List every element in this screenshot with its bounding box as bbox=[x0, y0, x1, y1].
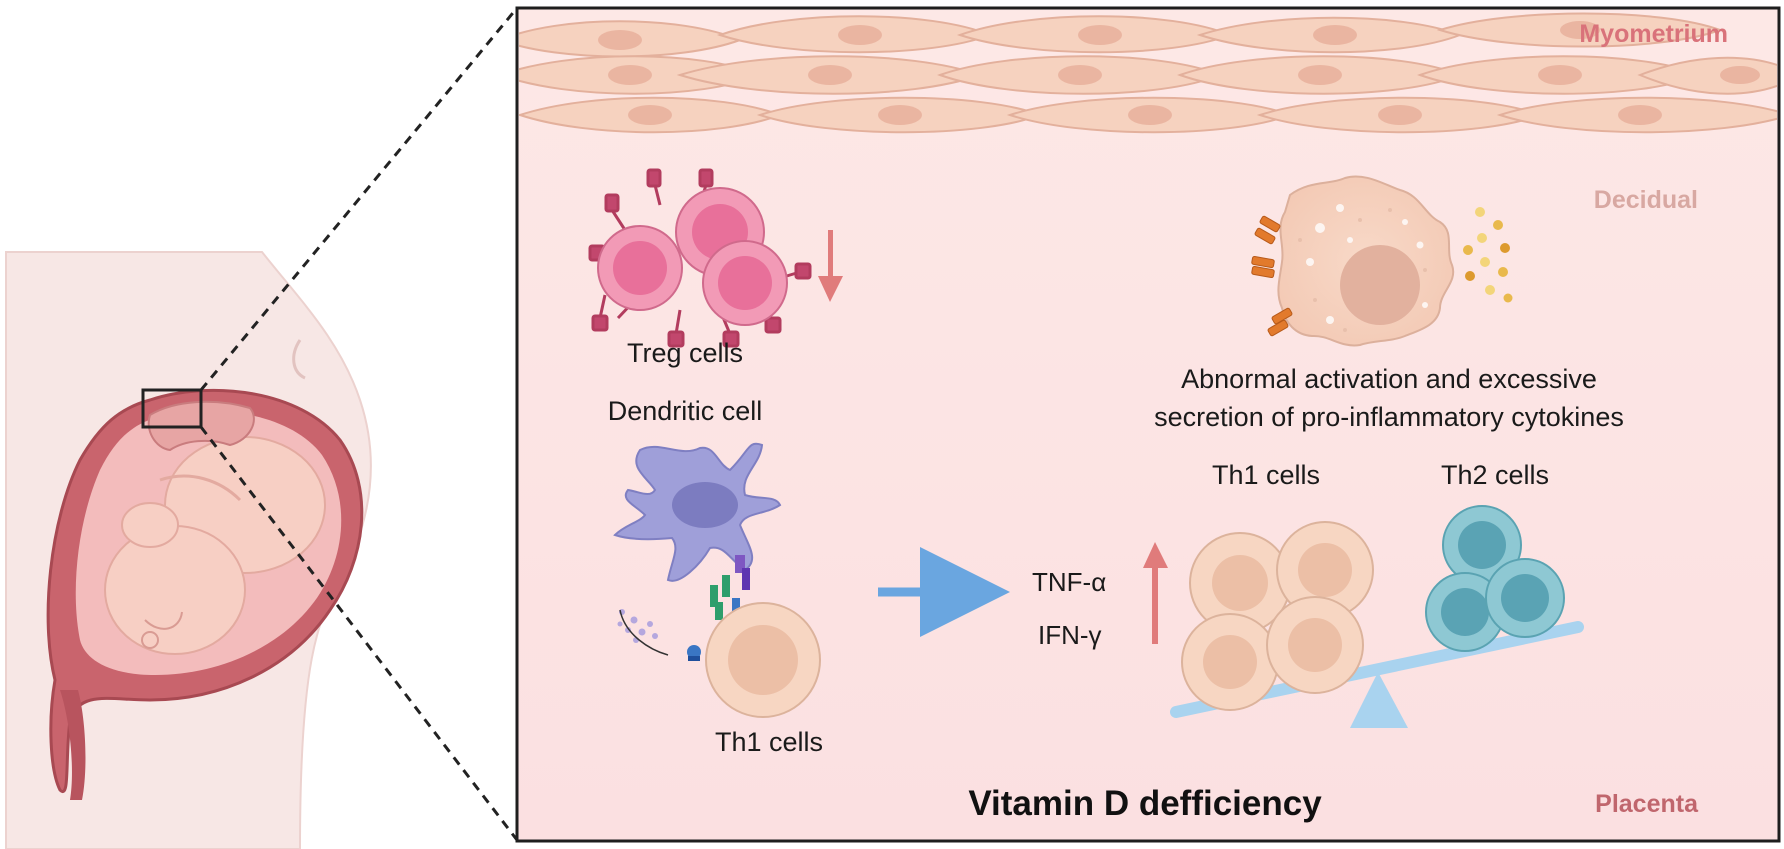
binding-curve bbox=[619, 609, 669, 656]
th1-cells-scale-label: Th1 cells bbox=[1212, 460, 1320, 490]
zoom-line-top bbox=[199, 7, 519, 391]
pro-inflammatory-cytokine-dots bbox=[1463, 207, 1513, 303]
zoom-box bbox=[141, 388, 203, 429]
pregnancy-illustration bbox=[5, 251, 372, 849]
th2-cells-scale-label: Th2 cells bbox=[1441, 460, 1549, 490]
cervix bbox=[60, 690, 86, 800]
myometrium-label: Myometrium bbox=[1579, 20, 1728, 48]
decidual-label: Decidual bbox=[1594, 186, 1698, 214]
tnf-alpha-label: TNF-α bbox=[1032, 567, 1106, 597]
immune-synapse bbox=[710, 555, 750, 620]
th1-cells-bottom-label: Th1 cells bbox=[715, 727, 823, 757]
macrophage-caption-line1: Abnormal activation and excessive bbox=[1181, 364, 1597, 394]
th1-cell-cluster bbox=[1181, 521, 1374, 711]
zoom-line-bottom bbox=[199, 426, 519, 841]
treg-cells-label: Treg cells bbox=[627, 338, 743, 368]
macrophage-caption-line2: secretion of pro-inflammatory cytokines bbox=[1154, 402, 1624, 432]
cytokine-dots bbox=[617, 609, 658, 643]
cytokine-increase-arrow-icon bbox=[1143, 542, 1168, 644]
th2-cell-cluster bbox=[1425, 505, 1565, 652]
scale-fulcrum bbox=[1350, 672, 1408, 728]
activated-macrophage bbox=[1251, 175, 1455, 347]
treg-cell-cluster bbox=[588, 168, 812, 348]
fetus bbox=[104, 436, 326, 655]
dendritic-cell-label: Dendritic cell bbox=[608, 396, 763, 426]
ifn-gamma-label: IFN-γ bbox=[1038, 620, 1102, 650]
navel bbox=[292, 339, 306, 380]
treg-decrease-arrow-icon bbox=[818, 230, 843, 302]
placenta-label: Placenta bbox=[1595, 790, 1699, 818]
muscle-layer bbox=[519, 12, 1777, 134]
receptor-icon bbox=[687, 645, 701, 661]
dendritic-cell bbox=[613, 442, 782, 582]
diagram-title: Vitamin D defficiency bbox=[968, 784, 1322, 823]
